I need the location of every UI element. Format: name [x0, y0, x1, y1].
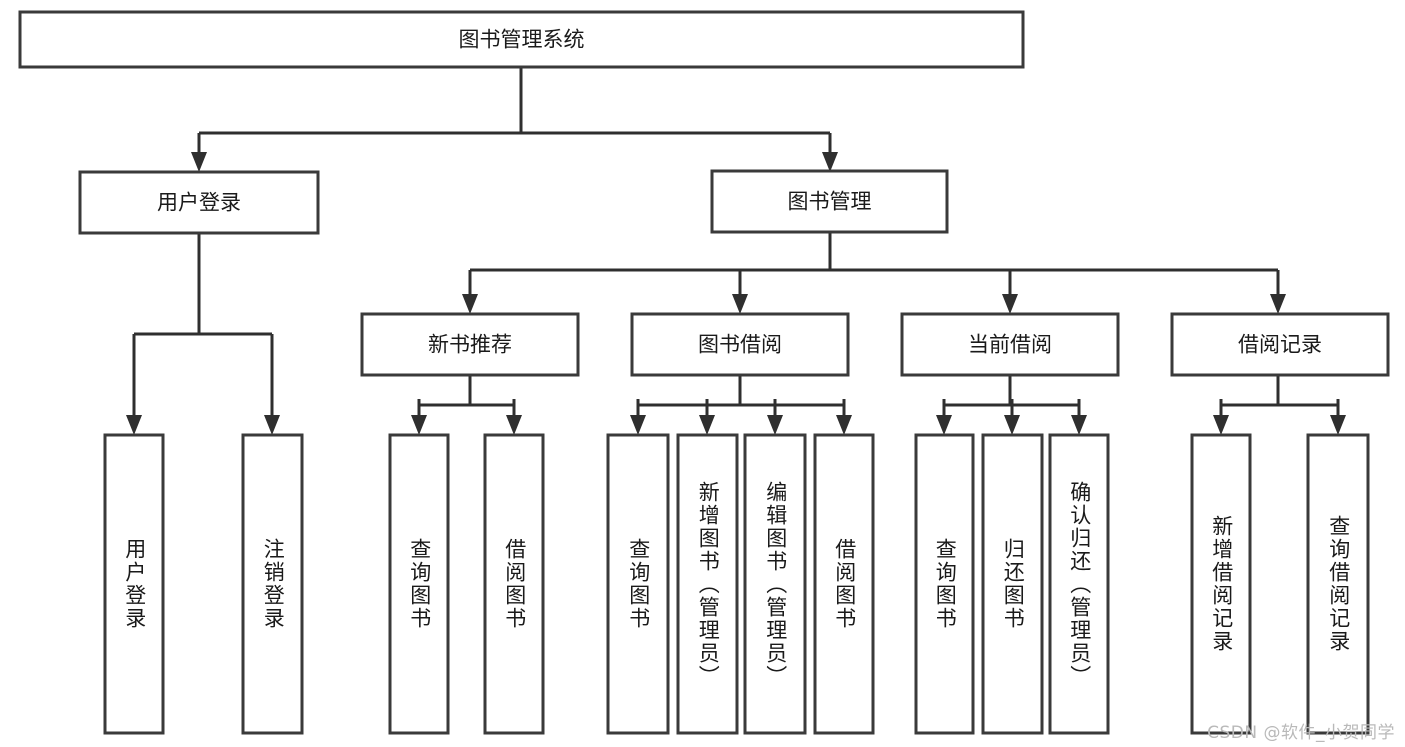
leaf-node-8-box[interactable] — [914, 433, 975, 735]
arrow-head-icon — [126, 415, 142, 435]
leaf-node-5-box[interactable] — [676, 433, 739, 735]
arrow-head-icon — [1330, 415, 1346, 435]
arrow-head-icon — [191, 152, 207, 172]
root-node-label: 图书管理系统 — [459, 28, 585, 52]
arrow-head-icon — [1071, 415, 1087, 435]
arrow-head-icon — [699, 415, 715, 435]
level2-node-1-box[interactable] — [630, 312, 850, 377]
level2-node-2-box[interactable] — [900, 312, 1120, 377]
arrow-head-icon — [732, 294, 748, 314]
level2-node-2-label: 当前借阅 — [968, 333, 1052, 357]
leaf-node-4-box[interactable] — [606, 433, 670, 735]
arrow-head-icon — [630, 415, 646, 435]
arrow-head-icon — [1270, 294, 1286, 314]
leaf-node-11-box[interactable] — [1190, 433, 1252, 735]
leaf-node-3-box[interactable] — [483, 433, 545, 735]
arrow-head-icon — [1002, 294, 1018, 314]
arrow-head-icon — [822, 152, 838, 172]
level1-node-1-box[interactable] — [710, 169, 949, 234]
leaf-node-1-box[interactable] — [241, 433, 304, 735]
leaf-node-10-box[interactable] — [1048, 433, 1110, 735]
arrow-head-icon — [1213, 415, 1229, 435]
level2-node-0-label: 新书推荐 — [428, 333, 512, 357]
level2-node-3-box[interactable] — [1170, 312, 1390, 377]
arrow-head-icon — [836, 415, 852, 435]
leaf-node-9-box[interactable] — [981, 433, 1044, 735]
leaf-node-7-box[interactable] — [813, 433, 875, 735]
csdn-watermark: CSDN @软件_小贺同学 — [1207, 723, 1395, 743]
level1-node-1-label: 图书管理 — [788, 190, 872, 214]
leaf-node-12-box[interactable] — [1306, 433, 1370, 735]
leaf-node-2-box[interactable] — [388, 433, 450, 735]
arrow-head-icon — [936, 415, 952, 435]
arrow-head-icon — [411, 415, 427, 435]
leaf-node-6-box[interactable] — [743, 433, 807, 735]
arrow-head-icon — [506, 415, 522, 435]
level1-node-0-label: 用户登录 — [157, 191, 241, 215]
level2-node-3-label: 借阅记录 — [1238, 333, 1322, 357]
arrow-head-icon — [1004, 415, 1020, 435]
arrow-head-icon — [264, 415, 280, 435]
level1-node-0-box[interactable] — [78, 170, 320, 235]
leaf-node-0-box[interactable] — [103, 433, 165, 735]
level2-node-0-box[interactable] — [360, 312, 580, 377]
arrow-head-icon — [767, 415, 783, 435]
arrow-head-icon — [462, 294, 478, 314]
level2-node-1-label: 图书借阅 — [698, 333, 782, 357]
root-node-box[interactable] — [18, 10, 1025, 69]
